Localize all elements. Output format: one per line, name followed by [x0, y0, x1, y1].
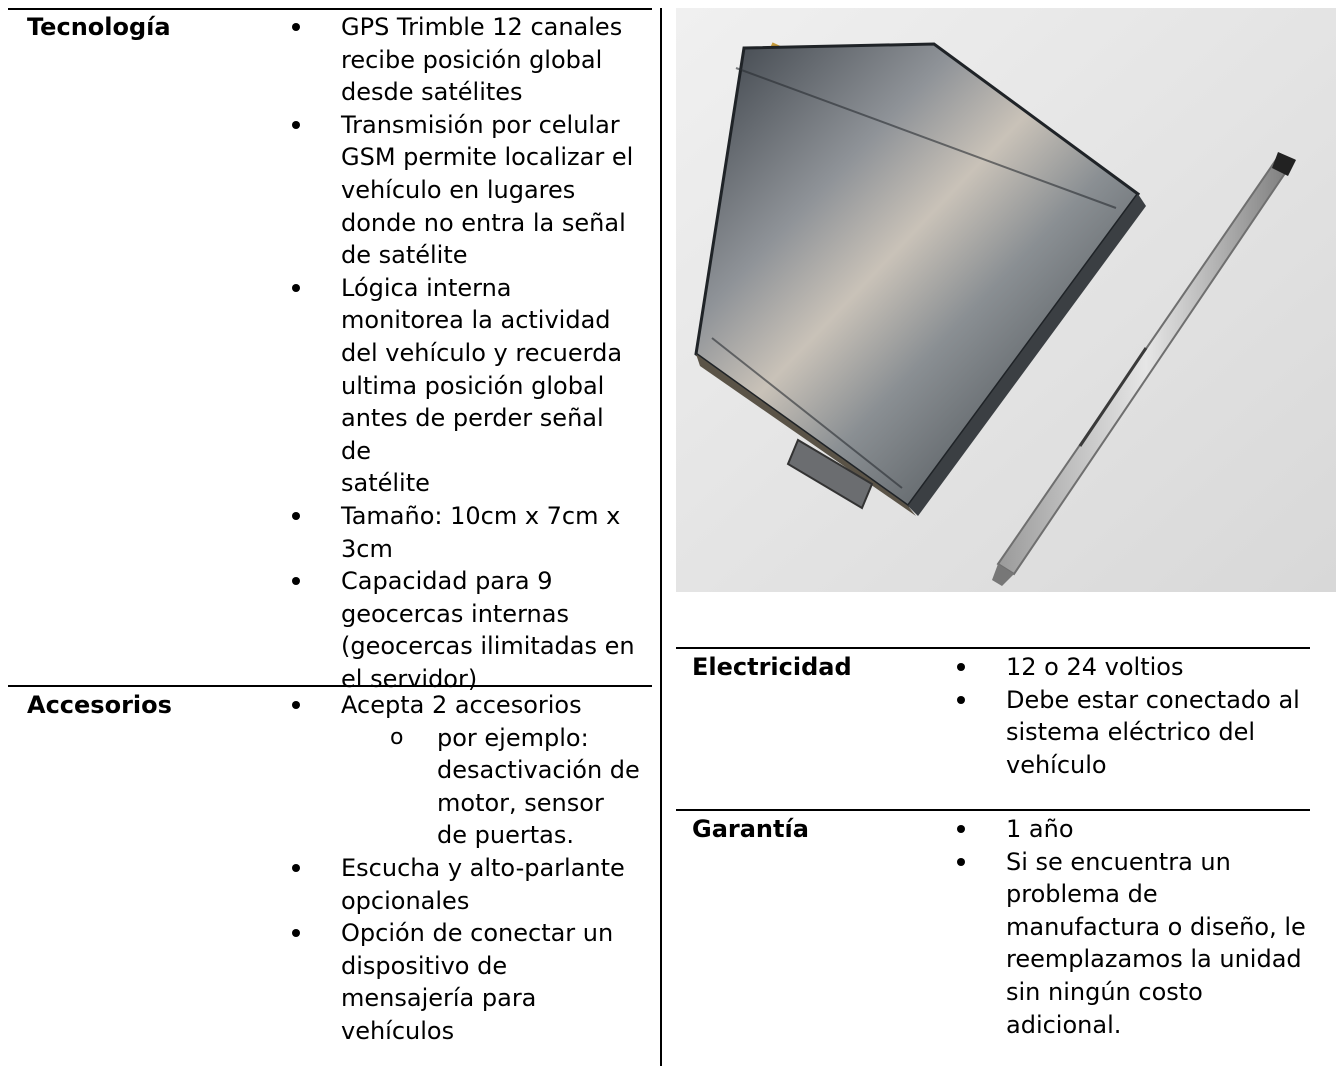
list-electricidad: 12 o 24 voltios Debe estar conectado al …	[957, 651, 1306, 782]
list-item: Acepta 2 accesorios	[292, 689, 641, 722]
list-item: Transmisión por celular GSM permite loca…	[292, 109, 641, 272]
text-line: Lógica interna	[341, 273, 512, 302]
label-accesorios: Accesorios	[27, 691, 172, 719]
list-item: 1 año	[957, 813, 1306, 846]
text-line: reemplazamos la unidad	[1006, 945, 1302, 974]
text-line: satélite	[341, 469, 430, 498]
text-line: del vehículo y recuerda	[341, 338, 623, 367]
text-line: Si se encuentra un	[1006, 847, 1231, 876]
product-photo	[676, 8, 1336, 592]
bullet-dot	[957, 857, 965, 866]
text-line: motor, sensor	[437, 788, 604, 817]
text-line: dispositivo de	[341, 951, 508, 980]
bullet-dot	[957, 695, 965, 704]
bullet-dot	[957, 663, 965, 671]
text-line: Debe estar conectado al	[1006, 685, 1300, 714]
text-line: adicional.	[1006, 1010, 1122, 1039]
text-line: (geocercas ilimitadas en	[341, 632, 635, 661]
text-line: opcionales	[341, 886, 470, 915]
text-line: de satélite	[341, 241, 468, 270]
text-line: Transmisión por celular	[341, 110, 620, 139]
list-accesorios: Acepta 2 accesorios o por ejemplo: desac…	[292, 689, 641, 1048]
text-line: Opción de conectar un	[341, 919, 614, 948]
text-line: Capacidad para 9	[341, 567, 553, 596]
label-garantia: Garantía	[692, 815, 809, 843]
text-line: sistema eléctrico del	[1006, 718, 1256, 747]
text-line: ultima posición global	[341, 371, 605, 400]
text-line: recibe posición global	[341, 45, 603, 74]
bullet-dot	[292, 120, 300, 129]
text-line: mensajería para	[341, 984, 537, 1013]
text-line: 3cm	[341, 534, 393, 563]
list-item: Opción de conectar un dispositivo de men…	[292, 917, 641, 1047]
list-item: Si se encuentra un problema de manufactu…	[957, 846, 1306, 1042]
text-line: 12 o 24 voltios	[1006, 653, 1184, 681]
text-line: vehículo	[1006, 750, 1107, 779]
text-line: vehículo en lugares	[341, 175, 576, 204]
text-line: donde no entra la señal	[341, 208, 626, 237]
text-line: desde satélites	[341, 78, 523, 107]
text-line: desactivación de	[437, 756, 640, 785]
rule-lower-right	[676, 809, 1310, 811]
text-line: monitorea la actividad	[341, 306, 611, 335]
list-item: Escucha y alto-parlante opcionales	[292, 852, 641, 917]
list-item: 12 o 24 voltios	[957, 651, 1306, 684]
bullet-dot	[292, 701, 300, 709]
text-line: de puertas.	[437, 821, 574, 850]
list-tecnologia: GPS Trimble 12 canales recibe posición g…	[292, 11, 641, 695]
list-item: Lógica interna monitorea la actividad de…	[292, 272, 641, 500]
sub-list-item: o por ejemplo: desactivación de motor, s…	[341, 722, 641, 852]
text-line: geocercas internas	[341, 599, 569, 628]
text-line: GSM permite localizar el	[341, 143, 634, 172]
text-line: problema de	[1006, 880, 1158, 909]
text-line: Escucha y alto-parlante	[341, 853, 625, 882]
label-electricidad: Electricidad	[692, 653, 852, 681]
bullet-dot	[292, 511, 300, 520]
rule-top-left	[8, 8, 652, 10]
text-line: vehículos	[341, 1016, 455, 1045]
rule-mid-left	[8, 685, 652, 687]
rule-mid-right	[676, 647, 1310, 649]
text-line: manufactura o diseño, le	[1006, 912, 1306, 941]
text-line: sin ningún costo	[1006, 977, 1203, 1006]
bullet-dot	[292, 929, 300, 938]
text-line: 1 año	[1006, 815, 1074, 843]
bullet-dot	[292, 863, 300, 872]
bullet-dot	[292, 23, 300, 31]
list-item: Debe estar conectado al sistema eléctric…	[957, 684, 1306, 782]
text-line: GPS Trimble 12 canales	[341, 13, 623, 41]
text-line: antes de perder señal de	[341, 404, 604, 465]
bullet-dot	[292, 577, 300, 586]
bullet-dot	[957, 825, 965, 833]
label-tecnologia: Tecnología	[27, 13, 171, 41]
list-item: Capacidad para 9 geocercas internas (geo…	[292, 565, 641, 695]
list-item: Tamaño: 10cm x 7cm x 3cm	[292, 500, 641, 565]
list-item: GPS Trimble 12 canales recibe posición g…	[292, 11, 641, 109]
list-garantia: 1 año Si se encuentra un problema de man…	[957, 813, 1306, 1042]
bullet-dot	[292, 283, 300, 292]
text-line: por ejemplo:	[437, 723, 589, 752]
text-line: Acepta 2 accesorios	[341, 691, 582, 719]
column-divider	[660, 8, 662, 1066]
text-line: el servidor)	[341, 664, 478, 693]
sub-bullet-glyph: o	[390, 724, 404, 750]
text-line: Tamaño: 10cm x 7cm x	[341, 501, 621, 530]
